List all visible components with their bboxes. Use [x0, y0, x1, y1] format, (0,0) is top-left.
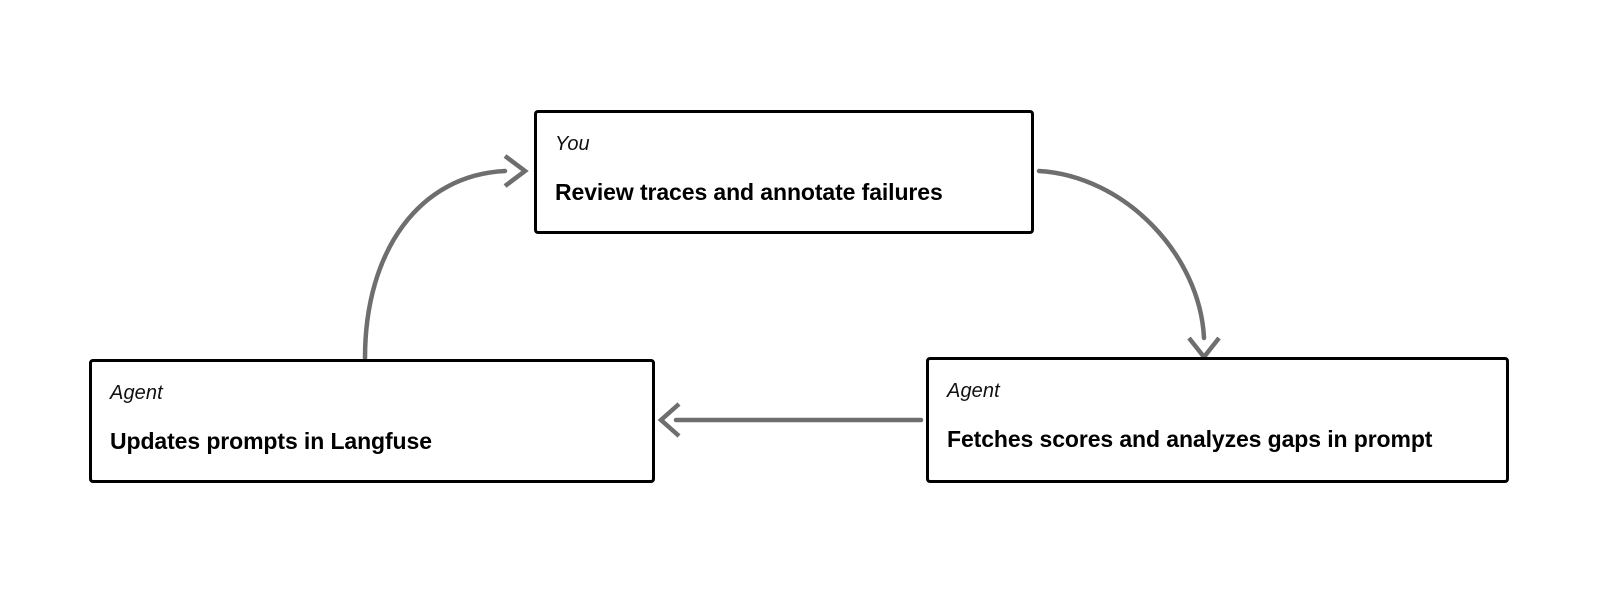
node-updates-prompts-role: Agent: [110, 382, 163, 404]
node-updates-prompts-title: Updates prompts in Langfuse: [110, 428, 432, 454]
node-you-role: You: [555, 133, 590, 155]
edge-update-to-you: [362, 154, 529, 361]
node-fetches-scores-title: Fetches scores and analyzes gaps in prom…: [947, 426, 1433, 452]
edge-you-to-fetch: [1036, 168, 1221, 361]
node-updates-prompts[interactable]: Agent Updates prompts in Langfuse: [89, 359, 655, 483]
node-you-title: Review traces and annotate failures: [555, 179, 943, 205]
node-you[interactable]: You Review traces and annotate failures: [534, 110, 1034, 234]
node-fetches-scores[interactable]: Agent Fetches scores and analyzes gaps i…: [926, 357, 1509, 483]
node-fetches-scores-role: Agent: [947, 380, 1000, 402]
edge-fetch-to-update: [657, 402, 924, 438]
